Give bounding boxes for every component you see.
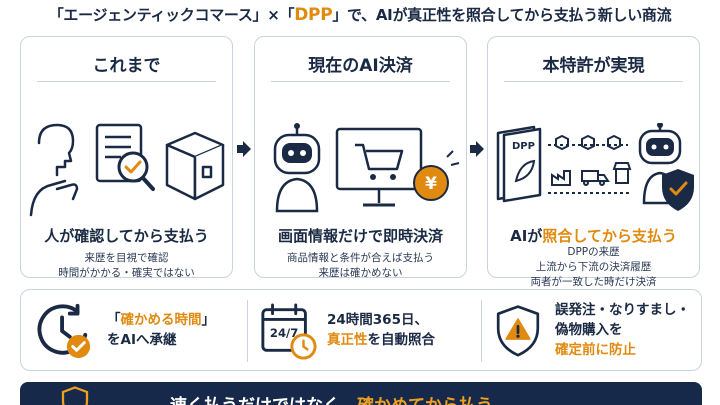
arrow-right-icon: [470, 141, 484, 157]
supply-chain-icon: [548, 134, 632, 194]
card-patent-desc-line: DPPの来歴: [567, 246, 620, 258]
feature-3-line2: 偽物購入を: [555, 322, 623, 338]
card-current-desc-line: 来歴は確かめない: [318, 267, 403, 279]
feature-3-line1: 誤発注・なりすまし・: [555, 302, 690, 318]
package-box-icon: [165, 131, 225, 201]
feature-1-line1-accent: 確かめる時間: [120, 312, 202, 328]
title-part1: 「エージェンティックコマース」×「: [48, 6, 295, 24]
feature-bar: 「確かめる時間」 をAIへ承継 24/7 24時間365日、 真正性を自動照合 …: [20, 289, 702, 371]
card-patent: 本特許が実現 DPP: [487, 36, 700, 288]
card-patent-illustration: DPP: [496, 123, 694, 211]
feature-1-line1-pre: 「: [107, 312, 121, 328]
feature-3-line3-accent: 確定前に防止: [555, 342, 636, 358]
card-current: 現在のAI決済 ¥ 画面情報だけで即時決済 商品情報と条件が合えば支払う 来歴は…: [254, 36, 467, 281]
feature-1-line1-post: 」: [201, 312, 216, 328]
title-dpp: DPP: [294, 5, 333, 25]
card-current-divider: [271, 81, 450, 82]
card-current-subtitle: 画面情報だけで即時決済: [277, 227, 443, 245]
card-current-illustration: ¥: [273, 123, 460, 213]
card-before-heading: これまで: [92, 56, 161, 76]
card-current-description: 商品情報と条件が合えば支払う 来歴は確かめない: [255, 251, 466, 281]
banner-text-accent: 確かめてから払う: [357, 396, 493, 405]
shield-warning-icon: [496, 305, 540, 357]
card-patent-description: DPPの来歴 上流から下流の決済履歴 両者が一致した時だけ決済: [488, 245, 699, 290]
feature-2-line2-post: を自動照合: [367, 332, 436, 348]
banner-text: 速く払うだけではなく、確かめてから払う: [170, 391, 493, 405]
feature-2-line1: 24時間365日、: [327, 312, 428, 328]
card-patent-heading: 本特許が実現: [542, 56, 645, 76]
card-patent-desc-line: 両者が一致した時だけ決済: [530, 276, 657, 288]
yen-coin-symbol: ¥: [425, 174, 437, 194]
title-part2: 」で、AIが真正性を照合してから支払う新しい商流: [332, 6, 672, 24]
checklist-magnifier-icon: [95, 123, 155, 191]
card-before-desc-line: 時間がかかる・確実ではない: [58, 267, 195, 279]
feature-prevention-text: 誤発注・なりすまし・ 偽物購入を 確定前に防止: [555, 300, 690, 360]
feature-1-line2: をAIへ承継: [107, 332, 177, 348]
thinking-person-icon: [29, 123, 79, 217]
feature-divider: [247, 300, 248, 362]
card-before-subtitle: 人が確認してから支払う: [44, 227, 209, 245]
card-current-heading: 現在のAI決済: [308, 56, 413, 76]
feature-succession-text: 「確かめる時間」 をAIへ承継: [107, 310, 215, 350]
dpp-document-icon: DPP: [496, 125, 542, 203]
card-before-divider: [37, 81, 216, 82]
arrow-right-icon: [237, 141, 251, 157]
bottom-banner: 速く払うだけではなく、確かめてから払う: [20, 382, 702, 405]
card-patent-subtitle-accent: 照合してから支払う: [542, 227, 677, 245]
card-before-description: 来歴を目視で確認 時間がかかる・確実ではない: [21, 251, 232, 281]
calendar-label: 24/7: [270, 326, 298, 340]
card-before-illustration: [29, 123, 225, 217]
feature-always-on-text: 24時間365日、 真正性を自動照合: [327, 310, 435, 350]
banner-text-pre: 速く払うだけではなく、: [170, 396, 357, 405]
card-patent-subtitle: AIが照合してから支払う: [488, 225, 699, 246]
feature-divider: [481, 300, 482, 362]
feature-2-line2-accent: 真正性: [327, 332, 368, 348]
card-current-desc-line: 商品情報と条件が合えば支払う: [287, 252, 434, 264]
monitor-cart-icon: [335, 127, 423, 207]
calendar-clock-icon: 24/7: [261, 303, 317, 360]
dpp-document-label: DPP: [512, 141, 535, 152]
card-patent-desc-line: 上流から下流の決済履歴: [535, 261, 652, 273]
card-before: これまで 人が確認してから支払う 来歴を目視で確認 時間がかかる・確実ではない: [20, 36, 233, 281]
shield-check-icon: [662, 169, 694, 211]
clock-check-icon: [37, 303, 91, 359]
robot-icon: [273, 123, 321, 213]
card-patent-subtitle-pre: AIが: [510, 227, 543, 245]
shield-icon: [61, 386, 89, 405]
page-title: 「エージェンティックコマース」×「DPP」で、AIが真正性を照合してから支払う新…: [0, 4, 720, 25]
card-before-desc-line: 来歴を目視で確認: [84, 252, 169, 264]
yen-coin-icon: ¥: [413, 150, 460, 201]
card-patent-divider: [504, 81, 683, 82]
